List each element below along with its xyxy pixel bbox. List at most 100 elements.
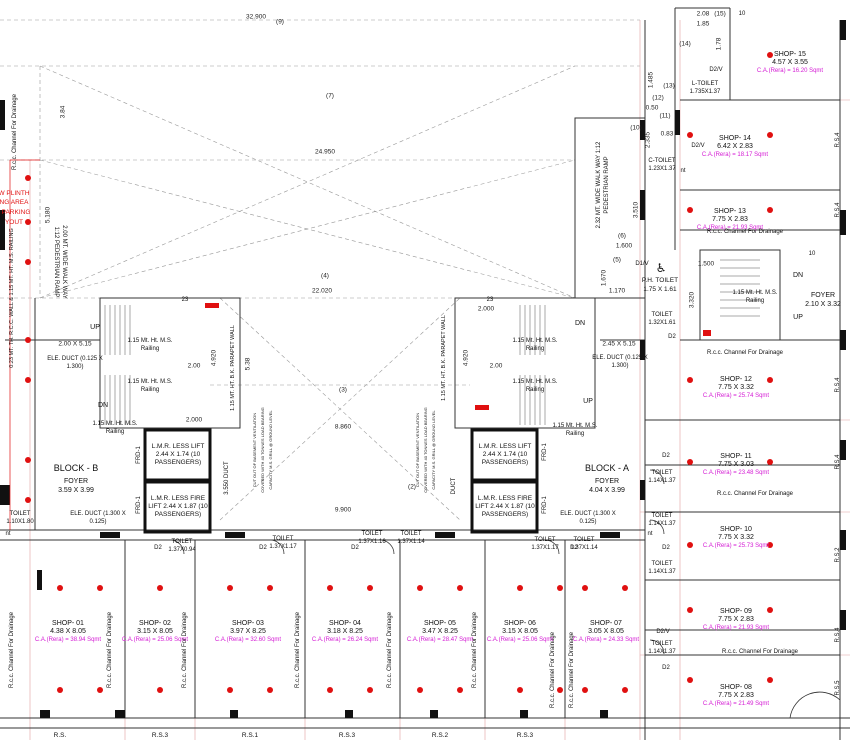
rcc-drain-right-3: R.c.c. Channel For Drainage bbox=[721, 649, 799, 655]
dim-185: 1.85 bbox=[696, 20, 710, 28]
rcc-drain-vert-0: R.c.c. Channel For Drainage bbox=[9, 611, 15, 689]
toilet-110: TOILET 1.10X1.80 bbox=[6, 511, 34, 525]
lift-walls bbox=[143, 428, 539, 534]
dim-3: (3) bbox=[339, 386, 347, 394]
stair-dn-a: DN bbox=[574, 320, 586, 327]
parapet-left-label: 1.15 MT. HT. B.K. PARAPET WALL bbox=[230, 325, 236, 411]
dim-24950: 24.950 bbox=[315, 148, 335, 156]
dim-5: (5) bbox=[613, 256, 621, 264]
layout-label: YOUT bbox=[4, 219, 24, 226]
rs4-label-5: R.S.4 bbox=[835, 627, 841, 643]
cutout-right-label: CUT OUT OF BASEMENT VENTILATION COVERED … bbox=[415, 407, 436, 493]
stair-dn-b: DN bbox=[97, 402, 109, 409]
toilet-137-117: TOILET 1.37X1.17 bbox=[269, 536, 297, 550]
dim-2000-right: 2.000 bbox=[477, 305, 495, 313]
d2-r1: D2 bbox=[662, 453, 670, 459]
d2-b3: D2 bbox=[351, 545, 359, 551]
fire-lift-a: L.M.R. LESS FIRE LIFT 2.44 X 1.87 (10 PA… bbox=[475, 495, 535, 518]
dim-1600: 1.600 bbox=[615, 242, 633, 250]
d2-b4: D2 bbox=[570, 545, 578, 551]
rs3-label: R.S.3 bbox=[151, 732, 169, 739]
stair-up-a: UP bbox=[583, 398, 593, 405]
toilet-137-116: TOILET 1.37X1.16 bbox=[358, 531, 386, 545]
dim-3510: 3.510 bbox=[632, 201, 640, 219]
toilet-137-114b: TOILET 1.37X1.14 bbox=[570, 537, 598, 551]
toilet-r1: TOILET 1.14X1.37 bbox=[648, 470, 676, 484]
dim-200-right: 2.00 bbox=[489, 362, 503, 370]
dim-200x515: 2.00 X 5.15 bbox=[58, 340, 92, 348]
dim-7: (7) bbox=[326, 92, 334, 100]
dim-4920-left: 4.920 bbox=[210, 349, 218, 367]
toilet-137-094: TOILET 1.37X0.94 bbox=[168, 539, 196, 553]
rs3b-label: R.S.3 bbox=[338, 732, 356, 739]
rs4-label-4: R.S.4 bbox=[835, 454, 841, 470]
rcc-drain-vert-1: R.c.c. Channel For Drainage bbox=[107, 611, 113, 689]
rs1-label: R.S.1 bbox=[241, 732, 259, 739]
railing-b-upper: 1.15 Mt. Ht. M.S. Railing bbox=[127, 338, 173, 352]
num-10-top: 10 bbox=[738, 11, 746, 17]
doors bbox=[169, 469, 841, 719]
foyer-right-size: 2.10 X 3.32 bbox=[805, 301, 841, 308]
parapet-right-label: 1.15 MT. HT. B.K. PARAPET WALL bbox=[441, 315, 447, 401]
dim-1670: 1.670 bbox=[600, 269, 608, 287]
railing-a-lower: 1.15 Mt. Ht. M.S. Railing bbox=[512, 379, 558, 393]
foyer-b-label: FOYER bbox=[63, 478, 89, 485]
rcc-channel-top-label: R.c.c. Channel For Drainage bbox=[12, 93, 18, 171]
stair-up-right: UP bbox=[793, 314, 803, 321]
d2v-right: D2/V bbox=[656, 629, 670, 635]
parking-area-label: NG AREA bbox=[0, 199, 29, 206]
stair-dn-right: DN bbox=[792, 272, 804, 279]
rcc-drain-right-4: R.c.c. Channel For Drainage bbox=[706, 229, 784, 235]
num-10-right: 10 bbox=[808, 251, 816, 257]
dim-245x515: 2.45 X 5.15 bbox=[602, 340, 636, 348]
d2-r4: D2 bbox=[668, 334, 676, 340]
dim-2335: 2.335 bbox=[644, 131, 652, 149]
wheelchair-icon: ♿ bbox=[655, 261, 667, 275]
ele-duct-right: ELE. DUCT (0.125 X 1.300) bbox=[592, 355, 648, 369]
dim-10: (10) bbox=[630, 124, 642, 132]
frd1-b-upper: FRD-1 bbox=[136, 446, 142, 464]
plinth-label: W PLINTH bbox=[0, 190, 30, 197]
rs4-label-2: R.S.4 bbox=[835, 202, 841, 218]
d2-r3: D2 bbox=[662, 665, 670, 671]
toilet-137-117b: TOILET 1.37X1.17 bbox=[531, 537, 559, 551]
walls bbox=[0, 7, 850, 740]
foyer-a-size: 4.04 X 3.99 bbox=[589, 487, 625, 494]
dim-9: (9) bbox=[276, 18, 284, 26]
dim-4920-right: 4.920 bbox=[462, 349, 470, 367]
frd1-a-upper: FRD-1 bbox=[542, 443, 548, 461]
toilet-r3: TOILET 1.14X1.37 bbox=[648, 561, 676, 575]
dim-178: 1.78 bbox=[715, 37, 723, 51]
dim-1170: 1.170 bbox=[608, 287, 626, 295]
c-toilet: C-TOILET 1.23X1.37 bbox=[648, 158, 676, 172]
dim-538: 5.38 bbox=[244, 357, 252, 371]
ele-duct-a: ELE. DUCT (1.300 X 0.125) bbox=[560, 511, 616, 525]
toilet-132: TOILET 1.32X1.61 bbox=[648, 312, 676, 326]
nt-right: nt bbox=[647, 531, 653, 537]
rs4-label-3: R.S.4 bbox=[835, 377, 841, 393]
lmr-lift-b: L.M.R. LESS LIFT 2.44 X 1.74 (10 PASSENG… bbox=[151, 443, 205, 466]
d2-r2: D2 bbox=[662, 545, 670, 551]
foyer-b-size: 3.59 X 3.99 bbox=[58, 487, 94, 494]
dim-13: (13) bbox=[663, 82, 675, 90]
rcc-wall-label: 0.23 MT. TH. R.C.C. WALL & 1.15 MT. HT. … bbox=[9, 228, 15, 368]
dim-8860: 8.860 bbox=[334, 423, 352, 431]
ele-duct-left: ELE. DUCT (0.125 X 1.300) bbox=[47, 356, 103, 370]
d2-b2: D2 bbox=[259, 545, 267, 551]
rs4-label-1: R.S.4 bbox=[835, 132, 841, 148]
l-toilet: L-TOILET 1.735X1.37 bbox=[689, 81, 721, 95]
walkway-left-label: 2.00 MT. WIDE WALK WAY 1:12 PEDESTRIAN R… bbox=[53, 225, 67, 299]
frd1-a-lower: FRD-1 bbox=[542, 496, 548, 514]
d1v-label: D1/V bbox=[635, 261, 649, 267]
duct-left: 3.550 DUCT bbox=[224, 461, 230, 495]
dim-15: (15) bbox=[714, 10, 726, 18]
nt-c-toilet: nt bbox=[680, 168, 686, 174]
